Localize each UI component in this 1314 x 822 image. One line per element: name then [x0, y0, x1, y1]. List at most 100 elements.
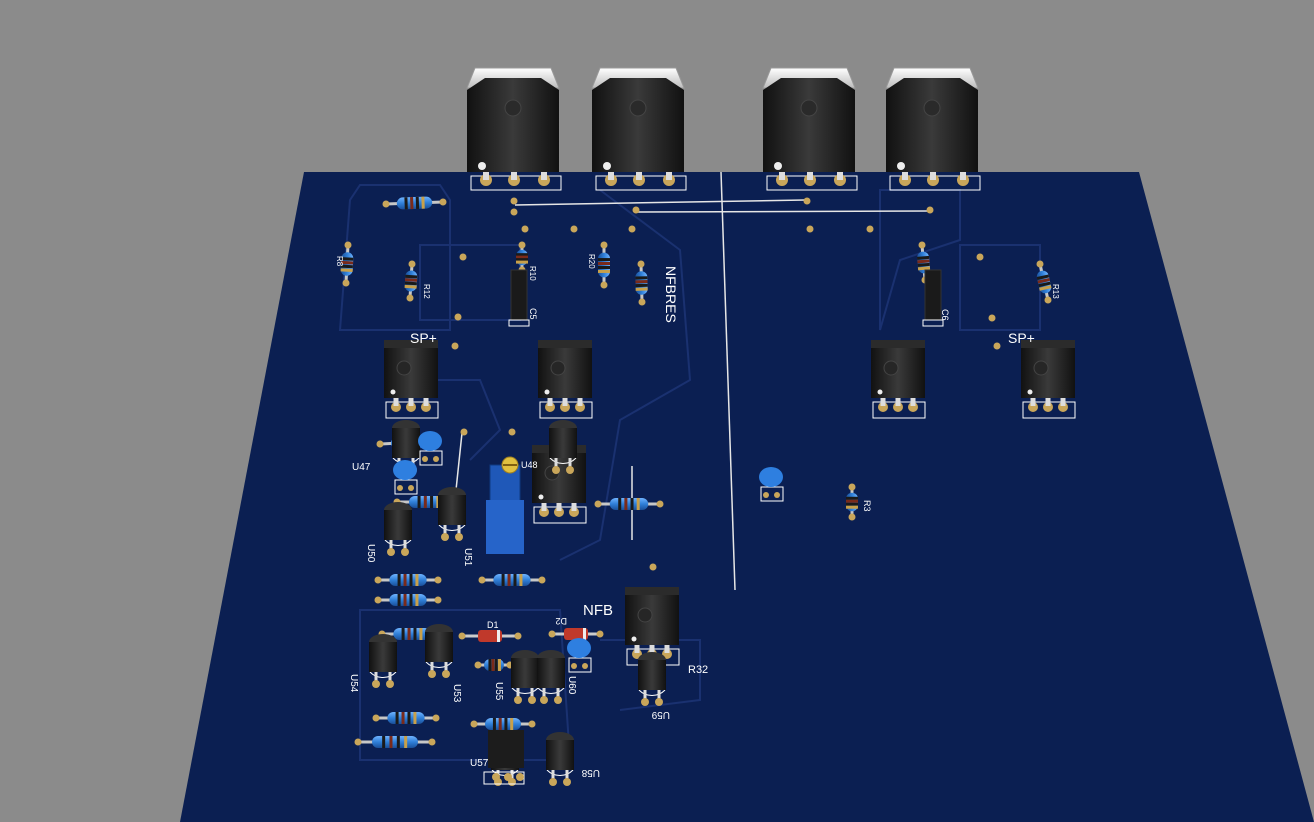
pad: [600, 281, 608, 289]
pad: [428, 738, 436, 746]
label-u51: U51: [462, 548, 473, 567]
silk-outline: [425, 661, 453, 668]
transistor-top: [538, 340, 592, 348]
pad: [774, 492, 780, 498]
pad: [344, 241, 352, 249]
pin1-marker: [390, 389, 396, 395]
color-band: [413, 712, 417, 724]
capacitor-body: [924, 269, 942, 321]
via: [988, 314, 996, 322]
resistor: [846, 483, 858, 521]
mounting-hole: [396, 360, 412, 376]
pad: [1044, 296, 1052, 304]
pcb-board[interactable]: [180, 172, 1314, 822]
color-band: [415, 196, 420, 209]
color-band: [516, 258, 528, 262]
lead: [930, 172, 936, 180]
pad: [641, 698, 649, 706]
label-u53: U53: [451, 684, 462, 703]
resistor-body: [372, 736, 418, 748]
via: [451, 342, 459, 350]
color-band: [403, 594, 407, 606]
lead: [634, 645, 640, 653]
mounting-hole: [883, 360, 899, 376]
label-u59: U59: [651, 709, 670, 720]
color-band: [405, 274, 418, 279]
silk-outline: [922, 319, 944, 327]
pin1-marker: [544, 389, 550, 395]
pad: [387, 548, 395, 556]
color-band: [409, 594, 413, 606]
small-transistor: [425, 624, 453, 678]
color-band: [917, 266, 931, 271]
color-band: [516, 255, 528, 259]
resistor-body: [389, 574, 427, 586]
color-band: [846, 496, 858, 500]
mounting-hole: [1033, 360, 1049, 376]
pad: [514, 696, 522, 704]
driver-transistor: [384, 340, 439, 419]
lead: [542, 688, 546, 700]
silk-lines: [455, 171, 931, 591]
label-nfb: NFB: [583, 602, 613, 619]
pad: [540, 696, 548, 704]
lead: [807, 172, 813, 180]
lead: [571, 503, 577, 511]
via: [460, 428, 468, 436]
lead: [562, 398, 568, 406]
diode: [548, 628, 604, 640]
transistor-top: [1021, 340, 1075, 348]
power-transistor-group: [466, 67, 981, 191]
copper-traces: [338, 184, 1041, 761]
lead: [530, 688, 534, 700]
pad: [455, 533, 463, 541]
lead: [556, 503, 562, 511]
color-band: [491, 659, 495, 671]
via: [510, 197, 518, 205]
label-u55: U55: [493, 682, 504, 701]
lead: [960, 172, 966, 180]
resistor: [470, 718, 536, 730]
pad: [1036, 260, 1044, 268]
resistor: [372, 712, 440, 724]
label-c6: C6: [940, 309, 950, 321]
lead: [636, 172, 642, 180]
via: [454, 313, 462, 321]
transistor-body: [425, 632, 453, 662]
lead: [1060, 398, 1066, 406]
pad: [433, 456, 439, 462]
color-band: [430, 496, 434, 508]
transistor-body: [537, 658, 565, 688]
pad: [656, 500, 664, 508]
power-transistor: [885, 67, 981, 191]
mounting-hole: [629, 99, 647, 117]
color-band: [917, 255, 930, 260]
lead: [902, 172, 908, 180]
label-r3: R3: [862, 500, 872, 512]
via: [628, 225, 636, 233]
pad: [408, 485, 414, 491]
pad: [600, 241, 608, 249]
color-band: [501, 574, 505, 586]
label-sp-left: SP+: [410, 330, 437, 346]
transistor-body: [592, 78, 684, 172]
color-band: [415, 594, 419, 606]
pad: [563, 778, 571, 786]
color-band: [488, 659, 492, 671]
color-band: [397, 594, 401, 606]
pad: [401, 548, 409, 556]
chip-component: [483, 730, 525, 785]
silk-outline: [568, 657, 592, 673]
color-band: [516, 260, 528, 264]
lead: [430, 662, 434, 674]
label-r8: R8: [335, 256, 344, 267]
via: [926, 206, 934, 214]
lead: [423, 398, 429, 406]
pad: [516, 773, 524, 781]
pad: [514, 632, 522, 640]
color-band: [340, 260, 354, 265]
ceramic-capacitor: [759, 467, 784, 502]
resistor-body: [609, 498, 649, 510]
lead: [457, 525, 461, 537]
